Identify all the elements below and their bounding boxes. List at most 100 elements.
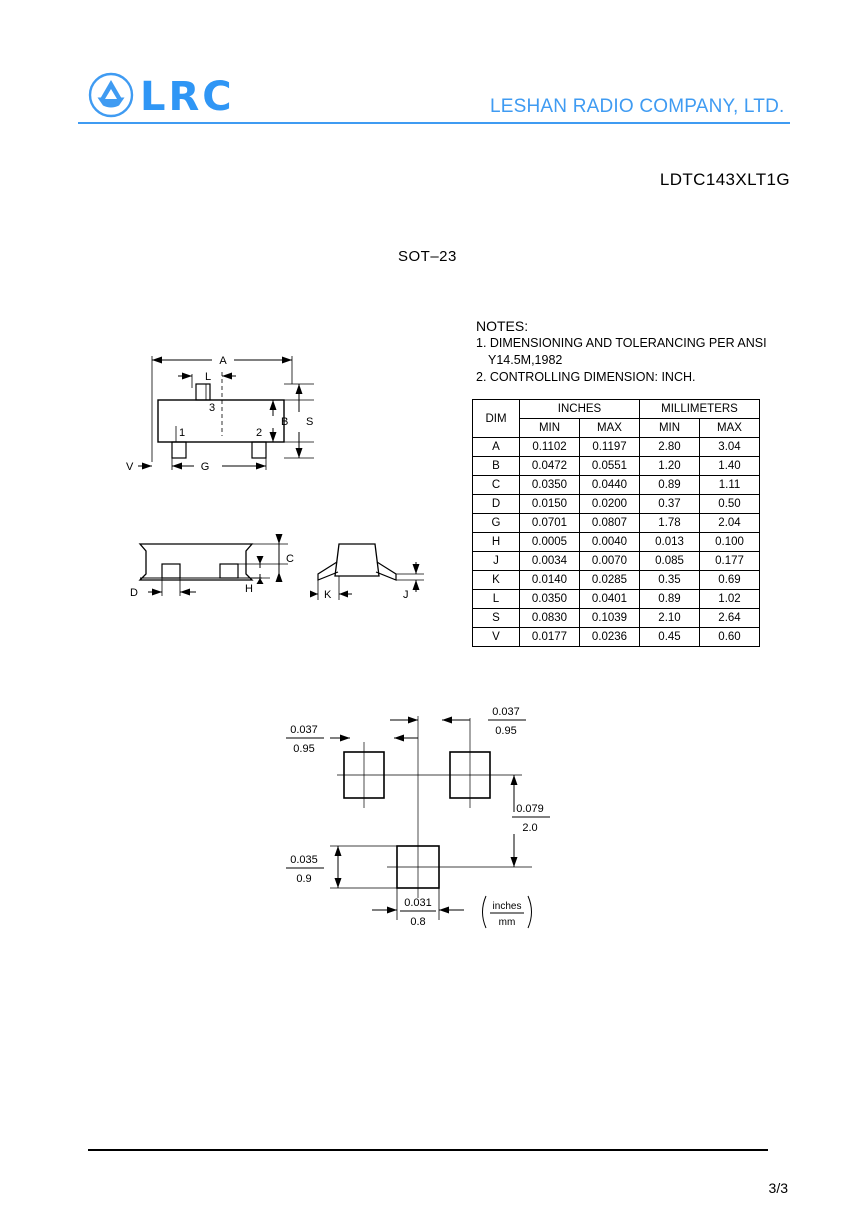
dim-cell: S: [472, 608, 520, 628]
dim-cell: A: [472, 437, 520, 457]
mm-min-cell: 0.89: [639, 589, 700, 609]
lrc-wordmark: LRC: [140, 74, 235, 120]
dim-label-a: A: [219, 355, 227, 367]
header-mm-max: MAX: [699, 418, 760, 438]
notes-block: NOTES: 1. DIMENSIONING AND TOLERANCING P…: [476, 318, 767, 386]
mm-max-cell: 3.04: [699, 437, 760, 457]
inches-max-cell: 0.0807: [579, 513, 640, 533]
part-number: LDTC143XLT1G: [659, 170, 790, 189]
mm-min-cell: 0.89: [639, 475, 700, 495]
mm-min-cell: 2.80: [639, 437, 700, 457]
dim-cell: D: [472, 494, 520, 514]
inches-max-cell: 0.1197: [579, 437, 640, 457]
inches-min-cell: 0.0177: [519, 627, 580, 647]
land-dim-pitch-in: 0.079: [516, 803, 544, 815]
lrc-circle-logo-icon: [88, 72, 134, 118]
header-inches-max: MAX: [579, 418, 640, 438]
mm-min-cell: 1.78: [639, 513, 700, 533]
pin-label-1: 1: [179, 427, 185, 439]
mm-max-cell: 0.177: [699, 551, 760, 571]
inches-max-cell: 0.0551: [579, 456, 640, 476]
table-header-row-groups: DIM INCHES MILLIMETERS: [472, 399, 760, 438]
mm-max-cell: 2.64: [699, 608, 760, 628]
dim-label-h: H: [245, 583, 253, 595]
note-item-1: 1. DIMENSIONING AND TOLERANCING PER ANSI: [476, 336, 767, 350]
dimension-table: DIM INCHES MILLIMETERS MIN MAX MIN MAX A…: [472, 399, 760, 647]
recommended-land-pattern: 0.037 0.95 0.037 0.95 0.079 2.0: [282, 698, 552, 943]
footer-divider: [88, 1149, 768, 1151]
inches-max-cell: 0.0040: [579, 532, 640, 552]
land-dim-pad-width-mm: 0.95: [293, 743, 314, 755]
header-inches: INCHES: [519, 399, 640, 419]
dim-cell: L: [472, 589, 520, 609]
mm-max-cell: 2.04: [699, 513, 760, 533]
package-title: SOT–23: [398, 248, 457, 265]
dim-label-v: V: [126, 461, 134, 473]
header-millimeters: MILLIMETERS: [639, 399, 760, 419]
dim-label-d: D: [130, 587, 138, 599]
mm-max-cell: 0.69: [699, 570, 760, 590]
inches-min-cell: 0.0350: [519, 589, 580, 609]
land-dim-pad-bottom-mm: 0.8: [410, 916, 425, 928]
mm-min-cell: 0.35: [639, 570, 700, 590]
dim-label-l: L: [205, 371, 211, 383]
land-dim-pitch-mm: 2.0: [522, 822, 537, 834]
land-dim-pad-height-mm: 0.9: [296, 873, 311, 885]
package-top-view: A L 3 1 2: [118, 344, 318, 479]
dim-label-s: S: [306, 416, 313, 428]
dim-cell: G: [472, 513, 520, 533]
mm-min-cell: 0.013: [639, 532, 700, 552]
mm-min-cell: 0.37: [639, 494, 700, 514]
dim-cell: B: [472, 456, 520, 476]
land-dim-pad-width-in: 0.037: [290, 724, 318, 736]
inches-min-cell: 0.0034: [519, 551, 580, 571]
land-dim-pad-bottom-in: 0.031: [404, 897, 432, 909]
land-dim-pad-width2-mm: 0.95: [495, 725, 516, 737]
dim-label-c: C: [286, 553, 294, 565]
land-dim-pad-width2-in: 0.037: [492, 706, 520, 718]
mm-min-cell: 0.085: [639, 551, 700, 571]
inches-max-cell: 0.0200: [579, 494, 640, 514]
pin-label-2: 2: [256, 427, 262, 439]
company-name: LESHAN RADIO COMPANY, LTD.: [490, 96, 785, 117]
mm-min-cell: 2.10: [639, 608, 700, 628]
table-header-row-subs: MIN MAX MIN MAX: [473, 418, 760, 438]
inches-min-cell: 0.0150: [519, 494, 580, 514]
dim-cell: H: [472, 532, 520, 552]
inches-max-cell: 0.0440: [579, 475, 640, 495]
land-dim-pad-height-in: 0.035: [290, 854, 318, 866]
inches-min-cell: 0.0472: [519, 456, 580, 476]
dim-label-g: G: [201, 461, 210, 473]
note-item-1-continued: Y14.5M,1982: [488, 353, 563, 367]
mm-min-cell: 0.45: [639, 627, 700, 647]
mm-max-cell: 0.100: [699, 532, 760, 552]
page-number: 3/3: [768, 1180, 788, 1196]
inches-max-cell: 0.0401: [579, 589, 640, 609]
inches-max-cell: 0.0070: [579, 551, 640, 571]
inches-min-cell: 0.0350: [519, 475, 580, 495]
header-dim: DIM: [472, 399, 520, 438]
dim-label-j: J: [403, 589, 409, 601]
inches-min-cell: 0.0005: [519, 532, 580, 552]
units-legend-denominator: mm: [499, 917, 516, 928]
mm-max-cell: 0.60: [699, 627, 760, 647]
header-inches-min: MIN: [519, 418, 580, 438]
inches-min-cell: 0.0830: [519, 608, 580, 628]
mm-max-cell: 1.11: [699, 475, 760, 495]
dim-cell: K: [472, 570, 520, 590]
dim-cell: V: [472, 627, 520, 647]
pin-label-3: 3: [209, 402, 215, 414]
header-mm-min: MIN: [639, 418, 700, 438]
